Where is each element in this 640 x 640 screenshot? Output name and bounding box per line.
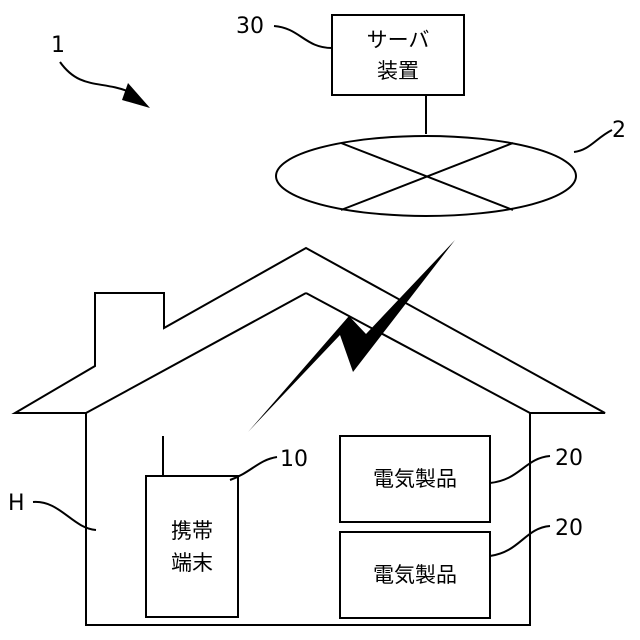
appliance-top-ref-leader — [490, 456, 550, 483]
terminal-label-line2: 端末 — [171, 551, 213, 575]
terminal-ref-label: 10 — [280, 447, 308, 472]
terminal-ref-leader — [230, 457, 277, 480]
system-ref-leader — [60, 62, 130, 92]
system-ref-arrowhead — [122, 83, 150, 108]
terminal-label-line1: 携帯 — [171, 519, 213, 543]
terminal-box — [146, 476, 238, 617]
server-ref-label: 30 — [236, 14, 264, 39]
server-ref-leader — [274, 26, 332, 48]
server-label-line2: 装置 — [377, 59, 419, 83]
wireless-bolt — [248, 240, 455, 432]
house-walls — [86, 413, 530, 625]
house-roof — [15, 248, 605, 413]
network-ref-leader — [574, 130, 612, 152]
appliance-bottom-ref-leader — [490, 526, 550, 556]
server-label-line1: サーバ — [367, 28, 430, 52]
appliance-bottom-ref-label: 20 — [555, 516, 583, 541]
house-ref-label: H — [8, 491, 25, 516]
server-box — [332, 15, 464, 95]
system-ref-label: 1 — [51, 33, 65, 58]
appliance-top-label: 電気製品 — [373, 467, 457, 491]
network-ref-label: 2 — [612, 118, 626, 143]
appliance-top-ref-label: 20 — [555, 446, 583, 471]
appliance-bottom-label: 電気製品 — [373, 563, 457, 587]
